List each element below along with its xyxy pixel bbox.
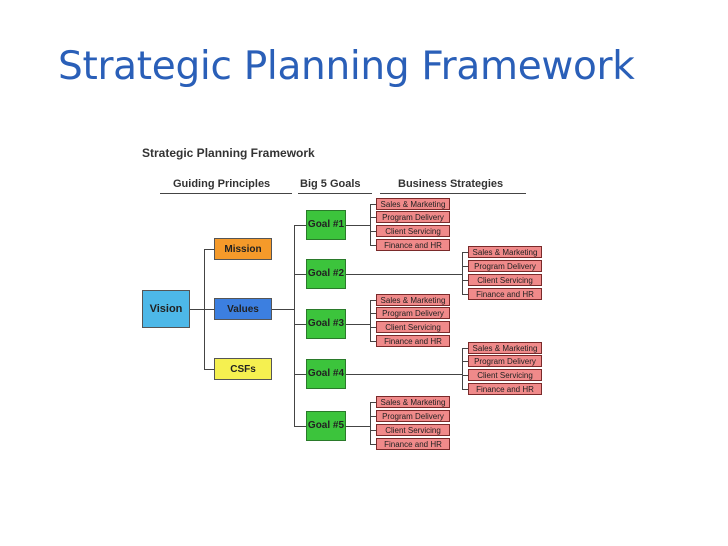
connector (462, 389, 468, 390)
connector (370, 402, 376, 403)
connector (346, 225, 370, 226)
connector (462, 280, 468, 281)
strategy-client-servicing: Client Servicing (376, 225, 450, 237)
connector (462, 252, 468, 253)
framework-title: Strategic Planning Framework (142, 146, 315, 160)
goal-4-box: Goal #4 (306, 359, 346, 389)
strategy-program-delivery: Program Delivery (376, 410, 450, 422)
connector (370, 245, 376, 246)
strategy-program-delivery: Program Delivery (376, 211, 450, 223)
strategy-finance-hr: Finance and HR (376, 438, 450, 450)
connector (462, 252, 463, 294)
connector (346, 324, 370, 325)
strategy-sales-marketing: Sales & Marketing (376, 198, 450, 210)
strategy-sales-marketing: Sales & Marketing (468, 342, 542, 354)
connector (294, 225, 306, 226)
connector (370, 341, 376, 342)
connector (462, 266, 468, 267)
connector (346, 374, 462, 375)
header-business-strategies: Business Strategies (398, 178, 504, 190)
connector (294, 274, 306, 275)
goal-2-box: Goal #2 (306, 259, 346, 289)
connector (294, 324, 306, 325)
connector (462, 348, 463, 389)
connector (204, 249, 214, 250)
strategy-client-servicing: Client Servicing (376, 321, 450, 333)
goal-5-box: Goal #5 (306, 411, 346, 441)
strategy-client-servicing: Client Servicing (376, 424, 450, 436)
connector (370, 217, 376, 218)
connector (346, 426, 370, 427)
connector (272, 309, 294, 310)
connector (370, 204, 371, 245)
connector (294, 225, 295, 426)
connector (370, 313, 376, 314)
connector (294, 426, 306, 427)
goal-1-box: Goal #1 (306, 210, 346, 240)
strategy-finance-hr: Finance and HR (468, 383, 542, 395)
connector (462, 361, 468, 362)
connector (370, 204, 376, 205)
connector (370, 327, 376, 328)
connector (462, 348, 468, 349)
connector (370, 402, 371, 444)
slide-title: Strategic Planning Framework (58, 44, 635, 89)
strategy-finance-hr: Finance and HR (376, 335, 450, 347)
strategy-finance-hr: Finance and HR (468, 288, 542, 300)
header-big-5-goals: Big 5 Goals (300, 178, 361, 190)
connector (204, 309, 214, 310)
header-underline (380, 193, 526, 194)
connector (370, 430, 376, 431)
strategy-finance-hr: Finance and HR (376, 239, 450, 251)
connector (294, 374, 306, 375)
mission-box: Mission (214, 238, 272, 260)
vision-box: Vision (142, 290, 190, 328)
connector (370, 416, 376, 417)
connector (346, 274, 462, 275)
strategy-sales-marketing: Sales & Marketing (376, 396, 450, 408)
connector (462, 375, 468, 376)
header-guiding-principles: Guiding Principles (173, 178, 271, 190)
strategy-sales-marketing: Sales & Marketing (376, 294, 450, 306)
connector (370, 300, 371, 341)
strategy-program-delivery: Program Delivery (468, 355, 542, 367)
connector (204, 369, 214, 370)
strategy-client-servicing: Client Servicing (468, 274, 542, 286)
strategy-program-delivery: Program Delivery (468, 260, 542, 272)
connector (370, 300, 376, 301)
strategy-sales-marketing: Sales & Marketing (468, 246, 542, 258)
connector (190, 309, 204, 310)
connector (370, 444, 376, 445)
csfs-box: CSFs (214, 358, 272, 380)
strategy-program-delivery: Program Delivery (376, 307, 450, 319)
header-underline (160, 193, 292, 194)
values-box: Values (214, 298, 272, 320)
connector (370, 231, 376, 232)
header-underline (298, 193, 372, 194)
goal-3-box: Goal #3 (306, 309, 346, 339)
connector (462, 294, 468, 295)
strategy-client-servicing: Client Servicing (468, 369, 542, 381)
